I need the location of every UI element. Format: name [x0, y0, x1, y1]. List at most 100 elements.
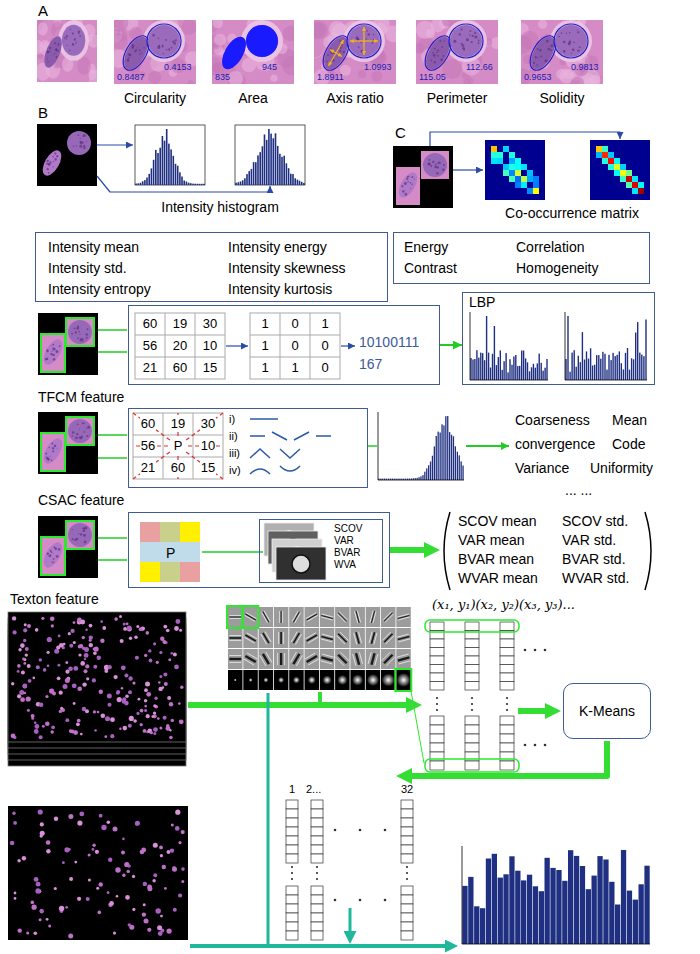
bracket-line: [444, 512, 651, 590]
filter-stroke: [322, 654, 334, 657]
cell-dot: [73, 702, 76, 705]
filter-stroke: [280, 653, 282, 665]
nucleus-crop-image: [38, 516, 98, 578]
histogram-bar: [144, 180, 146, 185]
chromatin: [563, 41, 566, 44]
cell-dot: [105, 716, 110, 721]
histogram-bar: [503, 874, 508, 944]
cell-dot: [181, 880, 184, 883]
histogram: [462, 846, 650, 944]
flow-arrow: [98, 559, 127, 561]
chromatin: [50, 551, 52, 553]
cell-dot: [167, 929, 172, 934]
matrix-cell: 15: [202, 361, 218, 376]
histogram-bar: [529, 371, 530, 380]
feature-vector-cell: [465, 682, 479, 691]
node-text: 10100111: [359, 334, 419, 350]
cell-dot: [59, 691, 63, 695]
chromatin: [433, 61, 436, 64]
tissue-blotch: [88, 70, 96, 81]
filter-stroke: [385, 614, 393, 622]
histogram-bar: [488, 353, 489, 380]
chromatin: [84, 146, 86, 148]
chromatin: [57, 49, 59, 52]
matrix-cell-shade: [521, 176, 527, 182]
chromatin: [70, 49, 72, 51]
matrix-grid: [135, 313, 225, 379]
chromatin: [472, 35, 474, 37]
node-text: Homogeneity: [516, 260, 599, 276]
filter-stroke: [263, 654, 269, 664]
feature-vector-cell: [500, 648, 514, 657]
nucleus-outline: [347, 24, 381, 58]
histogram-bar: [582, 332, 583, 380]
tissue: [314, 20, 396, 84]
panel-letter: B: [38, 104, 48, 121]
feature-caption: Co-occurrence matrix: [505, 205, 639, 221]
filter-kernel: [368, 652, 378, 665]
cell-dot: [31, 717, 34, 720]
filter-kernel: [336, 652, 349, 665]
connector-arrow: [440, 344, 462, 346]
filter-kernel: [337, 675, 347, 685]
filter-kernel: [397, 634, 410, 642]
cell-dot: [93, 665, 97, 669]
cell-dot: [13, 821, 17, 825]
cell-dot: [31, 905, 36, 910]
chromatin: [442, 55, 444, 57]
cell-dot: [73, 730, 78, 735]
flow-arrow: [453, 169, 483, 170]
feature-vector-cell: [401, 922, 413, 931]
nucleus: [40, 336, 66, 367]
chromatin: [52, 347, 56, 351]
tissue-ground: [212, 20, 294, 84]
node-text: BVAR std.: [562, 551, 626, 567]
chromatin: [73, 33, 74, 35]
feature-vector-cell: [311, 913, 323, 922]
histogram-bar: [148, 174, 150, 185]
chromatin: [141, 52, 143, 54]
chromatin: [373, 34, 375, 36]
image-ground: [37, 124, 97, 186]
histogram-bar: [288, 168, 290, 185]
node-text: iii): [229, 447, 240, 460]
chromatin: [70, 29, 71, 30]
histogram-bar: [251, 169, 253, 185]
histogram-bar: [294, 178, 296, 185]
chromatin: [569, 32, 571, 34]
chromatin: [440, 58, 443, 61]
histogram-axes: [565, 312, 647, 380]
histogram-bar: [462, 466, 463, 481]
matrix-cell-shade: [614, 164, 620, 170]
cell-dot: [13, 630, 17, 634]
filter-cell: [305, 628, 320, 648]
chromatin: [579, 46, 581, 48]
filter-cell: [350, 607, 365, 627]
histogram-bar: [468, 877, 473, 944]
histogram: [378, 412, 464, 480]
histogram-bar: [571, 353, 572, 380]
node-text: WVA: [334, 559, 356, 571]
cytoplasm: [241, 20, 283, 62]
histogram-bar: [438, 432, 439, 480]
filter-stroke: [368, 652, 371, 664]
cell-dot: [85, 664, 89, 668]
histogram-bar: [273, 138, 275, 185]
chromatin: [74, 38, 76, 41]
histogram-bar: [142, 181, 144, 185]
chromatin: [469, 34, 470, 35]
cell-dot: [72, 683, 77, 688]
histogram-bar: [297, 180, 299, 185]
cell-dot: [113, 827, 118, 832]
flow-arrow: [98, 434, 127, 436]
tissue-blotch: [283, 26, 294, 41]
chromatin: [459, 33, 461, 35]
histogram-bar: [253, 162, 255, 185]
filter-stroke: [338, 613, 346, 621]
flow-arrow: [97, 176, 270, 192]
filter-kernel: [245, 613, 257, 622]
chromatin: [48, 446, 50, 448]
matrix-cell-shade: [509, 158, 515, 164]
cell-dot: [14, 897, 17, 900]
histogram-bar: [461, 461, 462, 480]
